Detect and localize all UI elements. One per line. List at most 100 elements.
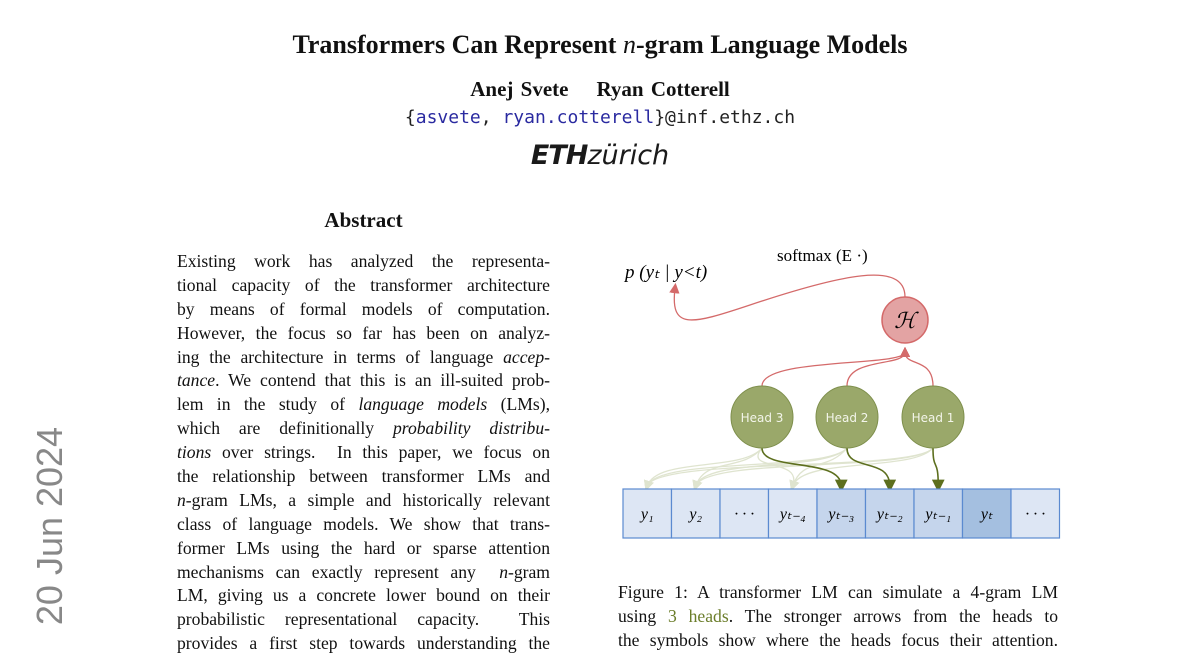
text-line: which are definitionally probability dis… — [177, 417, 550, 441]
paper-title: Transformers Can Represent n-gram Langua… — [0, 30, 1200, 60]
text-line: mechanisms can exactly represent any n-g… — [177, 561, 550, 585]
text-segment: class of language models. We show that t… — [177, 513, 550, 534]
strong-attention-arrow — [846, 447, 897, 493]
token-cell — [622, 488, 673, 539]
text-segment: -gram — [507, 561, 550, 582]
token-cell — [913, 488, 964, 539]
text-segment: the symbols show where the heads focus t… — [618, 630, 1058, 650]
logo-zurich: zürich — [587, 140, 670, 171]
token-cell — [1010, 488, 1061, 539]
head-to-combiner-arrow — [899, 346, 934, 387]
text-line: probabilistic representational capacity.… — [177, 608, 550, 632]
email-link[interactable]: ryan.cotterell — [502, 107, 655, 128]
email-link[interactable]: asvete — [415, 107, 481, 128]
figure-caption: Figure 1: A transformer LM can simulate … — [618, 580, 1058, 652]
text-line: provides a first step towards understand… — [177, 632, 550, 656]
authors: Anej Svete Ryan Cotterell — [0, 77, 1200, 102]
attention-head-node — [730, 385, 794, 449]
attention-head-label: Head 3 — [741, 411, 784, 425]
text-segment: language models — [358, 394, 488, 415]
abstract-heading: Abstract — [324, 208, 403, 232]
attention-head-node — [901, 385, 965, 449]
softmax-label: softmax (E ·) — [777, 246, 868, 265]
text-segment: mechanisms can exactly represent any — [177, 561, 500, 582]
weak-attention-arrow — [789, 447, 934, 491]
email-text: , — [480, 107, 503, 128]
token-label: y₁ — [639, 506, 654, 523]
text-segment: Figure 1: A transformer LM can simulate … — [618, 582, 1058, 602]
token-label: yₜ₋₁ — [923, 506, 951, 523]
text-line: tional capacity of the transformer archi… — [177, 274, 550, 298]
strong-attention-arrow — [761, 447, 848, 493]
token-label: y₂ — [687, 506, 702, 523]
email-text: }@inf.ethz.ch — [654, 107, 796, 128]
text-line: ing the architecture in terms of languag… — [177, 346, 550, 370]
title-text: Transformers Can Represent — [292, 30, 623, 59]
token-cell — [864, 488, 915, 539]
text-segment: by means of formal models of computation… — [177, 298, 550, 319]
text-line: the symbols show where the heads focus t… — [618, 628, 1058, 652]
text-line: former LMs using the hard or sparse atte… — [177, 537, 550, 561]
token-cell — [816, 488, 867, 539]
text-line: Figure 1: A transformer LM can simulate … — [618, 580, 1058, 604]
strong-attention-arrow — [931, 447, 945, 493]
token-label: · · · — [734, 506, 754, 523]
combiner-node — [881, 296, 929, 344]
arxiv-date-stamp: 20 Jun 2024 — [29, 426, 70, 626]
text-segment: probabilistic representational capacity.… — [177, 609, 550, 630]
text-segment: accep- — [503, 346, 550, 367]
text-line: lem in the study of language models (LMs… — [177, 393, 550, 417]
text-segment: tance — [177, 370, 216, 391]
text-segment: (LMs), — [487, 394, 550, 415]
weak-attention-arrow — [644, 447, 848, 491]
attention-head-label: Head 1 — [912, 411, 955, 425]
text-segment: ing the architecture in terms of languag… — [177, 346, 504, 367]
attention-head-label: Head 2 — [826, 411, 869, 425]
text-segment: n — [177, 489, 186, 510]
author: Anej Svete — [470, 77, 569, 101]
author: Ryan Cotterell — [596, 77, 730, 101]
text-segment: the relationship between transformer LMs… — [177, 466, 550, 487]
weak-attention-arrow — [692, 447, 934, 491]
token-label: · · · — [1025, 506, 1045, 523]
token-cell — [961, 488, 1012, 539]
token-label: yₜ₋₃ — [826, 506, 854, 523]
token-cell — [719, 488, 770, 539]
abstract-body: Existing work has analyzed the represent… — [177, 250, 550, 656]
token-label: yₜ — [979, 506, 993, 523]
text-segment: However, the focus so far has been on an… — [177, 322, 550, 343]
text-segment: over strings. In this paper, we focus on — [211, 442, 550, 463]
text-line: class of language models. We show that t… — [177, 513, 550, 537]
title-text: -gram Language Models — [635, 30, 908, 59]
text-segment: . We contend that this is an ill-suited … — [215, 370, 550, 391]
text-line: tance. We contend that this is an ill-su… — [177, 369, 550, 393]
text-segment: tional capacity of the transformer archi… — [177, 274, 550, 295]
eth-zurich-logo: ETHzürich — [0, 140, 1200, 171]
text-line: LM, giving us a concrete lower bound on … — [177, 584, 550, 608]
text-line: n-gram LMs, a simple and historically re… — [177, 489, 550, 513]
text-segment: n — [499, 561, 508, 582]
text-segment: Existing work has analyzed the represent… — [177, 251, 550, 271]
text-segment: LM, giving us a concrete lower bound on … — [177, 585, 550, 606]
text-segment: which are definitionally — [177, 418, 393, 439]
title-math: n — [622, 30, 636, 59]
token-cell — [670, 488, 721, 539]
text-segment: former LMs using the hard or sparse atte… — [177, 537, 550, 558]
token-cell — [767, 488, 818, 539]
figure-reference-link[interactable]: 3 heads — [667, 606, 729, 626]
text-line: However, the focus so far has been on an… — [177, 322, 550, 346]
output-distribution-label: p (yₜ | y<t) — [623, 262, 707, 283]
text-segment: lem in the study of — [177, 394, 359, 415]
text-segment: provides a first step towards understand… — [177, 633, 550, 654]
logo-eth: ETH — [530, 140, 588, 171]
text-line: Existing work has analyzed the represent… — [177, 250, 550, 274]
email-text: { — [404, 107, 416, 128]
text-line: by means of formal models of computation… — [177, 298, 550, 322]
text-segment: probability distribu- — [392, 418, 550, 439]
output-arrow — [669, 274, 906, 321]
text-segment: -gram LMs, a simple and historically rel… — [185, 489, 550, 510]
text-line: using 3 heads. The stronger arrows from … — [618, 604, 1058, 628]
author-emails: {asvete, ryan.cotterell}@inf.ethz.ch — [0, 107, 1200, 128]
weak-attention-arrow — [692, 447, 763, 491]
